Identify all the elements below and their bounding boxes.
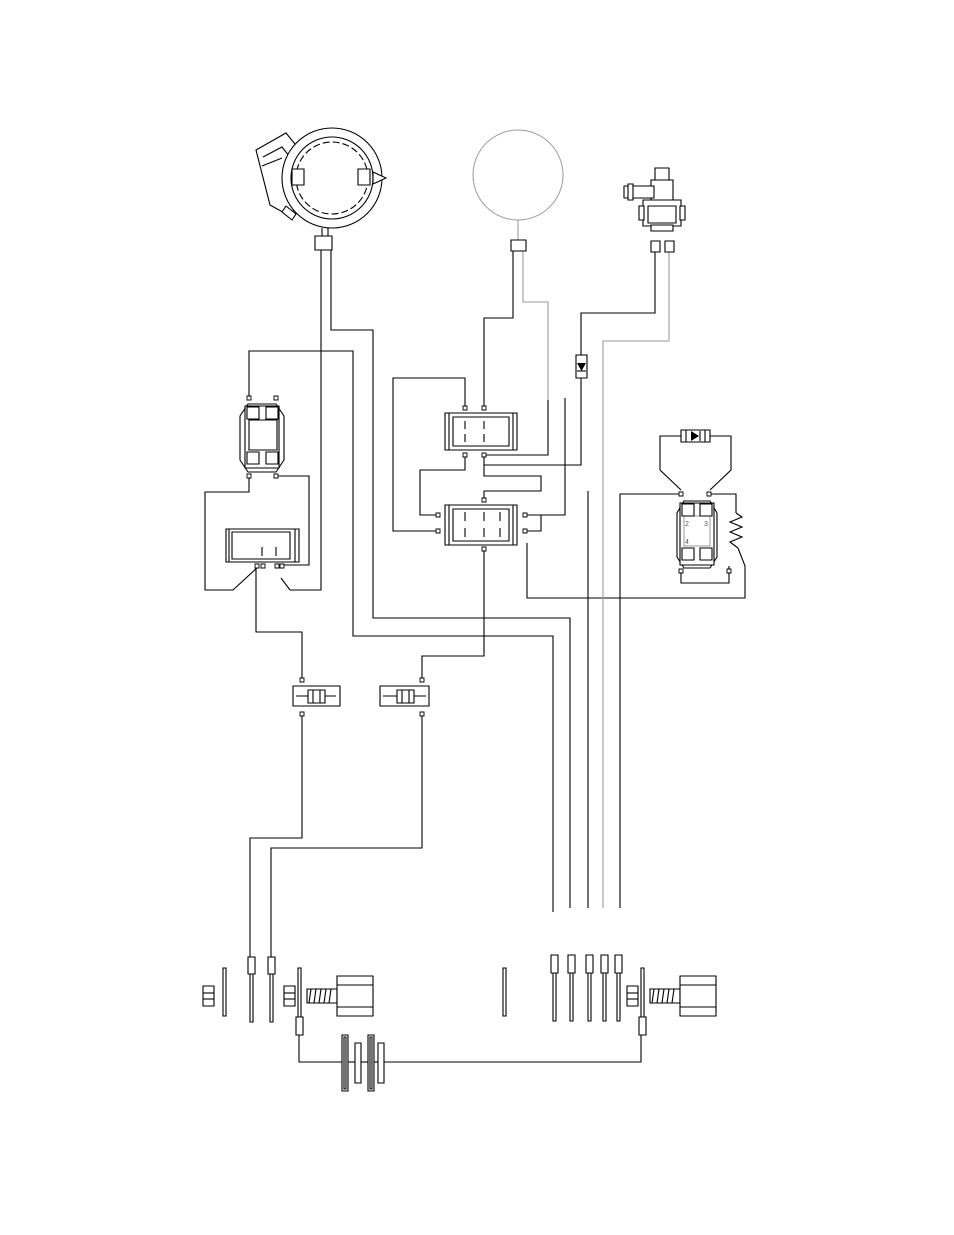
wire-relayR-down xyxy=(620,494,682,908)
wire-fuseL-down xyxy=(250,715,302,957)
battery-bank xyxy=(342,1035,384,1091)
diode-right xyxy=(681,430,710,442)
wire-switchU-to-lower xyxy=(484,457,541,500)
wire-valve-a xyxy=(581,252,655,355)
inline-diode xyxy=(576,355,587,378)
wire-diode-left xyxy=(660,436,681,490)
inline-fuse-left xyxy=(293,678,340,716)
resistor-right xyxy=(730,513,742,548)
valve-sensor xyxy=(624,168,685,252)
wire-battery-right xyxy=(383,1035,641,1062)
bolt-head-right xyxy=(680,976,716,1016)
nut-right xyxy=(627,986,638,1006)
wire-coil-right xyxy=(331,250,570,908)
wire-switchL-spur xyxy=(281,578,290,590)
relay-left xyxy=(240,396,284,478)
wire-switchL-to-mid xyxy=(527,515,541,531)
wire-battery-left xyxy=(299,1035,342,1062)
gauge-connector xyxy=(511,240,526,251)
relay-right-label-a: 2 xyxy=(685,521,689,528)
wire-switchL-to-fuseL xyxy=(256,567,302,678)
gauge-face xyxy=(473,130,563,220)
wire-fuseR-down xyxy=(271,715,422,957)
wire-switchL-right xyxy=(527,398,565,515)
bolt-left xyxy=(307,989,337,1003)
coil-connector xyxy=(315,236,332,250)
valve-pin-b xyxy=(665,241,674,252)
switch-center-lower xyxy=(436,498,527,551)
valve-pin-a xyxy=(651,241,660,252)
wire-gauge-b-gray xyxy=(523,250,548,400)
wires xyxy=(205,250,745,1062)
terminal-strip-left xyxy=(203,957,373,1035)
relay-right: 2 3 4 xyxy=(677,492,731,573)
wire-switchL-down xyxy=(422,549,484,678)
circular-gauge xyxy=(473,130,563,251)
bolt-right xyxy=(650,989,680,1003)
bolt-head-left xyxy=(337,976,373,1016)
terminal-strip-right xyxy=(503,955,716,1035)
wire-valve-b-gray xyxy=(603,252,669,908)
relay-right-label-c: 4 xyxy=(685,539,689,546)
relay-right-label-b: 3 xyxy=(704,521,708,528)
ignition-coil xyxy=(256,128,386,250)
wire-gauge-a xyxy=(484,250,513,406)
switch-left xyxy=(226,529,299,568)
nut-left xyxy=(203,986,214,1006)
inline-fuse-right xyxy=(380,678,429,716)
wire-diode-right xyxy=(710,436,731,490)
nut-left-2 xyxy=(284,986,295,1006)
switch-center-upper xyxy=(445,406,517,457)
